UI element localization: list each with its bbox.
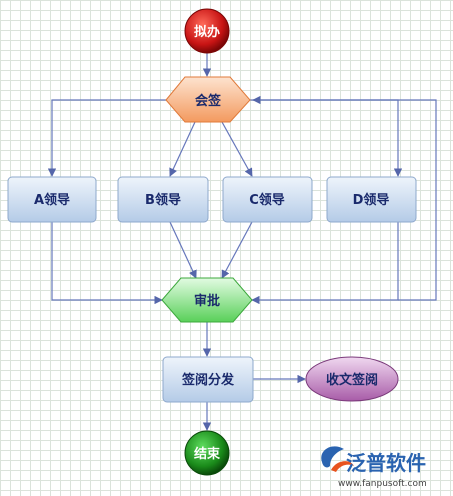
connectors	[47, 53, 437, 431]
connector-leader-d-to-approve	[251, 222, 399, 305]
brand-logo: 泛普软件 www.fanpusoft.com	[321, 446, 427, 489]
node-approve-label: 审批	[194, 293, 220, 309]
connector-leader-c-to-approve	[221, 221, 253, 279]
node-leader-b: B领导	[117, 176, 209, 223]
node-approve: 审批	[161, 277, 253, 323]
logo-url-text: www.fanpusoft.com	[338, 479, 427, 489]
connector-countersign-to-leader-b	[169, 121, 196, 177]
node-leader-a-label: A领导	[34, 192, 70, 208]
node-receive-review: 收文签阅	[305, 356, 399, 402]
node-leader-d-label: D领导	[353, 192, 390, 208]
node-receive-review-label: 收文签阅	[326, 372, 378, 388]
connector-approve-loop-to-countersign	[252, 95, 437, 301]
logo-brand-text: 泛普软件	[346, 451, 426, 475]
connector-countersign-to-leader-a	[47, 99, 166, 177]
node-review-distribute-label: 签阅分发	[181, 372, 235, 388]
node-leader-d: D领导	[326, 176, 417, 223]
node-end-label: 结束	[194, 446, 221, 462]
node-leader-b-label: B领导	[145, 192, 181, 208]
node-leader-c: C领导	[222, 176, 313, 223]
node-countersign: 会签	[165, 76, 251, 123]
connector-countersign-to-leader-d	[250, 99, 403, 177]
connector-countersign-to-leader-c	[221, 121, 253, 177]
node-start-label: 拟办	[194, 24, 220, 40]
node-leader-c-label: C领导	[249, 192, 285, 208]
node-countersign-label: 会签	[195, 93, 222, 109]
connector-leader-a-to-approve	[51, 222, 163, 305]
node-start: 拟办	[184, 8, 230, 54]
logo-icon	[321, 446, 354, 472]
node-leader-a: A领导	[7, 176, 97, 223]
connector-leader-b-to-approve	[169, 221, 197, 279]
node-end: 结束	[184, 430, 230, 476]
node-review-distribute: 签阅分发	[162, 356, 254, 403]
